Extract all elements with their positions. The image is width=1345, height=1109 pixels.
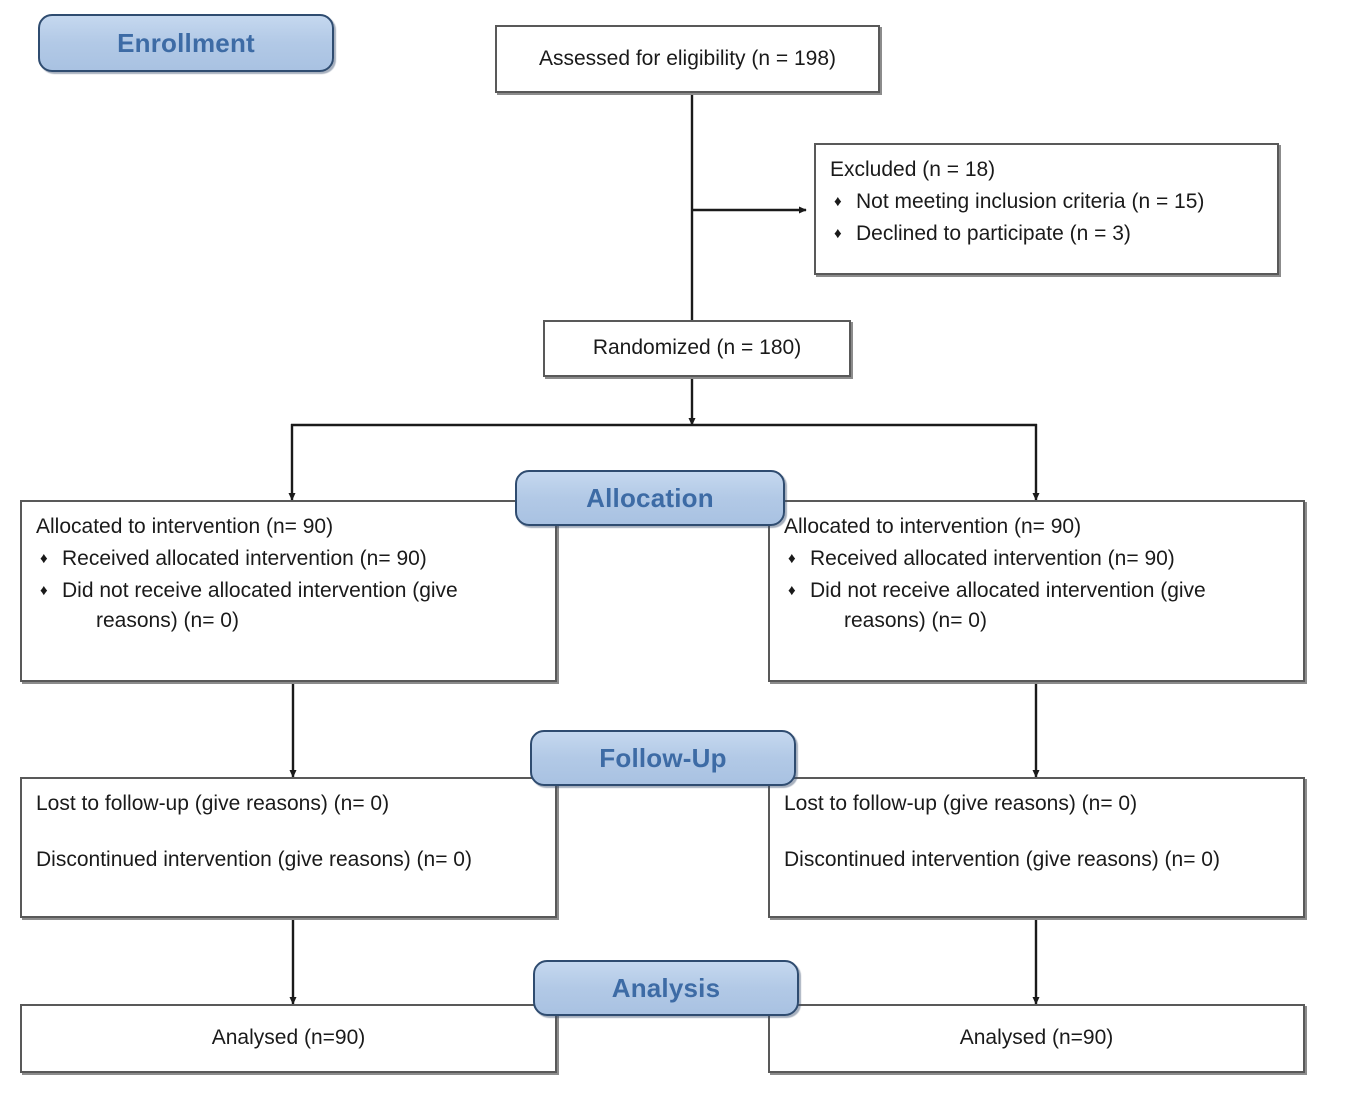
- list-item: ♦ Received allocated intervention (n= 90…: [784, 544, 1289, 574]
- allocated-right-heading: Allocated to intervention (n= 90): [784, 515, 1082, 538]
- analysed-right-text: Analysed (n=90): [959, 1026, 1114, 1050]
- followup-right-line-2: Discontinued intervention (give reasons)…: [784, 848, 1220, 872]
- box-followup-left: Lost to follow-up (give reasons) (n= 0) …: [20, 777, 557, 918]
- followup-right-spacer: [784, 819, 1289, 845]
- box-randomized: Randomized (n = 180): [543, 320, 851, 377]
- box-followup-right: Lost to follow-up (give reasons) (n= 0) …: [768, 777, 1305, 918]
- allocated-right-bullet-list: ♦ Received allocated intervention (n= 90…: [784, 544, 1289, 636]
- stage-label-followup: Follow-Up: [530, 730, 796, 786]
- allocated-right-bullet-2: Did not receive allocated intervention (…: [810, 578, 1206, 602]
- allocated-right-bullet-2-continuation: reasons) (n= 0): [844, 609, 987, 633]
- followup-left-spacer: [36, 819, 541, 845]
- allocated-left-heading: Allocated to intervention (n= 90): [36, 515, 334, 538]
- stage-label-enrollment-text: Enrollment: [117, 27, 255, 58]
- allocated-left-bullet-1: Received allocated intervention (n= 90): [62, 547, 427, 571]
- diamond-bullet-icon: ♦: [834, 224, 842, 242]
- stage-label-allocation: Allocation: [515, 470, 785, 526]
- list-item: ♦ Did not receive allocated intervention…: [36, 576, 541, 637]
- stage-label-followup-text: Follow-Up: [599, 742, 727, 773]
- list-item: ♦ Received allocated intervention (n= 90…: [36, 544, 541, 574]
- list-item: ♦ Declined to participate (n = 3): [830, 219, 1263, 249]
- excluded-heading: Excluded (n = 18): [830, 158, 996, 181]
- list-item: ♦ Did not receive allocated intervention…: [784, 576, 1289, 637]
- stage-label-allocation-text: Allocation: [586, 482, 714, 513]
- excluded-bullet-list: ♦ Not meeting inclusion criteria (n = 15…: [830, 187, 1263, 249]
- followup-left-line-1: Lost to follow-up (give reasons) (n= 0): [36, 792, 390, 815]
- allocated-left-bullet-2-continuation: reasons) (n= 0): [96, 609, 239, 633]
- box-allocated-right: Allocated to intervention (n= 90) ♦ Rece…: [768, 500, 1305, 682]
- box-analysed-right: Analysed (n=90): [768, 1004, 1305, 1073]
- excluded-bullet-1: Not meeting inclusion criteria (n = 15): [856, 190, 1205, 214]
- diamond-bullet-icon: ♦: [40, 550, 48, 568]
- assessed-text: Assessed for eligibility (n = 198): [538, 46, 837, 70]
- analysed-left-text: Analysed (n=90): [211, 1026, 366, 1050]
- diamond-bullet-icon: ♦: [40, 581, 48, 599]
- diamond-bullet-icon: ♦: [834, 193, 842, 211]
- followup-right-line-1: Lost to follow-up (give reasons) (n= 0): [784, 792, 1138, 815]
- allocated-right-bullet-1: Received allocated intervention (n= 90): [810, 547, 1175, 571]
- excluded-bullet-2: Declined to participate (n = 3): [856, 221, 1131, 245]
- stage-label-analysis-text: Analysis: [611, 972, 721, 1003]
- box-allocated-left: Allocated to intervention (n= 90) ♦ Rece…: [20, 500, 557, 682]
- box-analysed-left: Analysed (n=90): [20, 1004, 557, 1073]
- diamond-bullet-icon: ♦: [788, 581, 796, 599]
- allocated-left-bullet-2: Did not receive allocated intervention (…: [62, 578, 458, 602]
- stage-label-analysis: Analysis: [533, 960, 799, 1016]
- box-assessed-for-eligibility: Assessed for eligibility (n = 198): [495, 25, 880, 93]
- list-item: ♦ Not meeting inclusion criteria (n = 15…: [830, 187, 1263, 217]
- diamond-bullet-icon: ♦: [788, 550, 796, 568]
- followup-left-line-2: Discontinued intervention (give reasons)…: [36, 848, 472, 872]
- allocated-left-bullet-list: ♦ Received allocated intervention (n= 90…: [36, 544, 541, 636]
- randomized-text: Randomized (n = 180): [592, 336, 802, 360]
- box-excluded: Excluded (n = 18) ♦ Not meeting inclusio…: [814, 143, 1279, 275]
- stage-label-enrollment: Enrollment: [38, 14, 334, 72]
